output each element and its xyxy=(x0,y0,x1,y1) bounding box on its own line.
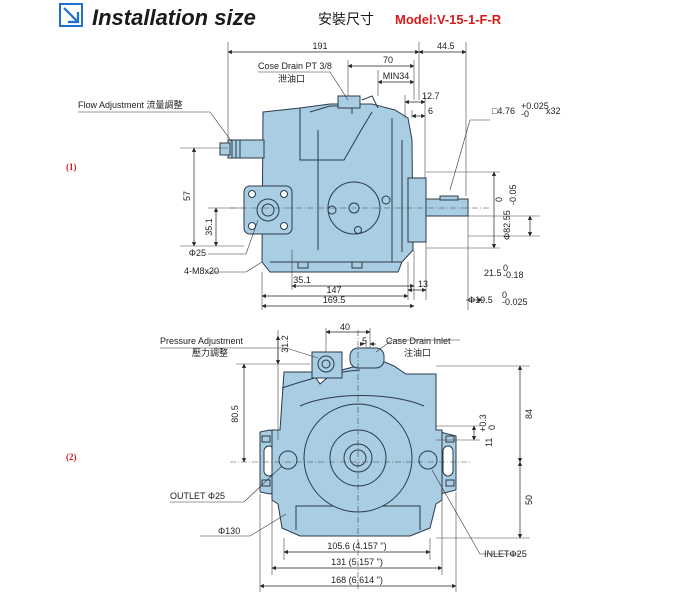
mounting-flange xyxy=(407,177,427,243)
side-view xyxy=(219,95,469,273)
phi25-label: Φ25 xyxy=(189,248,206,258)
dim-131: 131 (5.157 ") xyxy=(331,557,383,567)
dim-13: 13 xyxy=(418,279,428,289)
dim-147: 147 xyxy=(326,285,341,295)
dim-168: 168 (6.614 ") xyxy=(331,575,383,585)
case-drain-boss xyxy=(349,347,385,369)
dim-21-5: 21.5 xyxy=(484,268,502,278)
pressure-adjustment-cn-label: 壓力調整 xyxy=(192,347,228,358)
phi82-lower-tol: -0.05 xyxy=(508,184,518,205)
side-view-text: 191 44.5 70 MIN34 12.7 6 57 35.1 35.1 14… xyxy=(78,41,561,307)
dim-5: 5 xyxy=(362,336,367,346)
key-size-upper-tol: +0.025 xyxy=(521,101,549,111)
phi19-lower-tol: -0.025 xyxy=(502,297,528,307)
dim-57: 57 xyxy=(182,191,192,201)
key-length-label: x32 xyxy=(546,106,561,116)
dim-min34: MIN34 xyxy=(383,71,410,81)
dim-70: 70 xyxy=(383,55,393,65)
outlet-port xyxy=(278,450,298,470)
page-title: Installation size xyxy=(92,5,256,30)
flow-adjustment-label: Flow Adjustment 流量調整 xyxy=(78,99,183,110)
case-drain-inlet-cn-label: 注油口 xyxy=(404,347,431,358)
dim-105-6: 105.6 (4.157 ") xyxy=(327,541,386,551)
side-view-leaders xyxy=(78,71,490,273)
case-drain-cn-label: 泄油口 xyxy=(278,73,305,84)
key-size-label: □4.76 xyxy=(492,106,515,116)
key-size-lower-tol: -0 xyxy=(521,109,529,119)
dim-50: 50 xyxy=(524,495,534,505)
model-number: Model:V-15-1-F-R xyxy=(395,12,502,27)
dim-35-1-horizontal: 35.1 xyxy=(293,275,311,285)
dim-21-5-lower-tol: -0.18 xyxy=(503,270,524,280)
flow-adjustment-screw xyxy=(227,139,265,159)
section-label-1: (1) xyxy=(66,162,77,172)
side-view-dimension-arrows xyxy=(191,49,533,309)
dim-35-1-vertical: 35.1 xyxy=(204,218,214,236)
header: Installation size 安裝尺寸 Model:V-15-1-F-R xyxy=(59,3,502,30)
inlet-port xyxy=(418,450,438,470)
front-view-leaders xyxy=(160,339,520,555)
phi82-upper-tol: 0 xyxy=(494,197,504,202)
drive-shaft xyxy=(425,198,469,217)
phi130-label: Φ130 xyxy=(218,526,240,536)
phi19-upper-tol: 0 xyxy=(502,290,507,300)
dim-21-5-upper-tol: 0 xyxy=(503,263,508,273)
pressure-adjustment-label: Pressure Adjustment xyxy=(160,336,244,346)
m8-bolt-label: 4-M8x20 xyxy=(184,266,219,276)
case-drain-inlet-label: Case Drain Inlet xyxy=(386,336,451,346)
inlet-label: INLETΦ25 xyxy=(484,549,527,559)
phi82-label: Φ82.55 xyxy=(502,210,512,240)
front-view-dimension-arrows xyxy=(241,329,523,589)
dim-31-2: 31.2 xyxy=(280,335,290,353)
front-view xyxy=(259,347,457,537)
front-view-text: 40 5 31.2 80.5 84 50 11 +0.3 0 105.6 (4.… xyxy=(160,322,534,585)
section-label-2: (2) xyxy=(66,452,77,462)
dim-11-lower-tol: 0 xyxy=(487,425,497,430)
dim-84: 84 xyxy=(524,409,534,419)
page-title-cn: 安裝尺寸 xyxy=(318,11,374,27)
case-drain-label: Cose Drain PT 3/8 xyxy=(258,61,332,71)
dim-12-7: 12.7 xyxy=(422,91,440,101)
phi19-label: Φ19.5 xyxy=(468,295,493,305)
dim-169-5: 169.5 xyxy=(323,295,346,305)
dim-80-5: 80.5 xyxy=(230,405,240,423)
dim-6: 6 xyxy=(428,106,433,116)
dim-191: 191 xyxy=(312,41,327,51)
outlet-label: OUTLET Φ25 xyxy=(170,491,225,501)
drain-boss xyxy=(337,95,361,109)
dim-40: 40 xyxy=(340,322,350,332)
dim-44-5: 44.5 xyxy=(437,41,455,51)
arrow-logo-icon xyxy=(59,3,83,27)
shaft-key xyxy=(439,195,459,201)
dim-11: 11 xyxy=(484,438,494,447)
dim-11-upper-tol: +0.3 xyxy=(478,414,488,432)
front-view-dimension-lines xyxy=(230,328,530,592)
